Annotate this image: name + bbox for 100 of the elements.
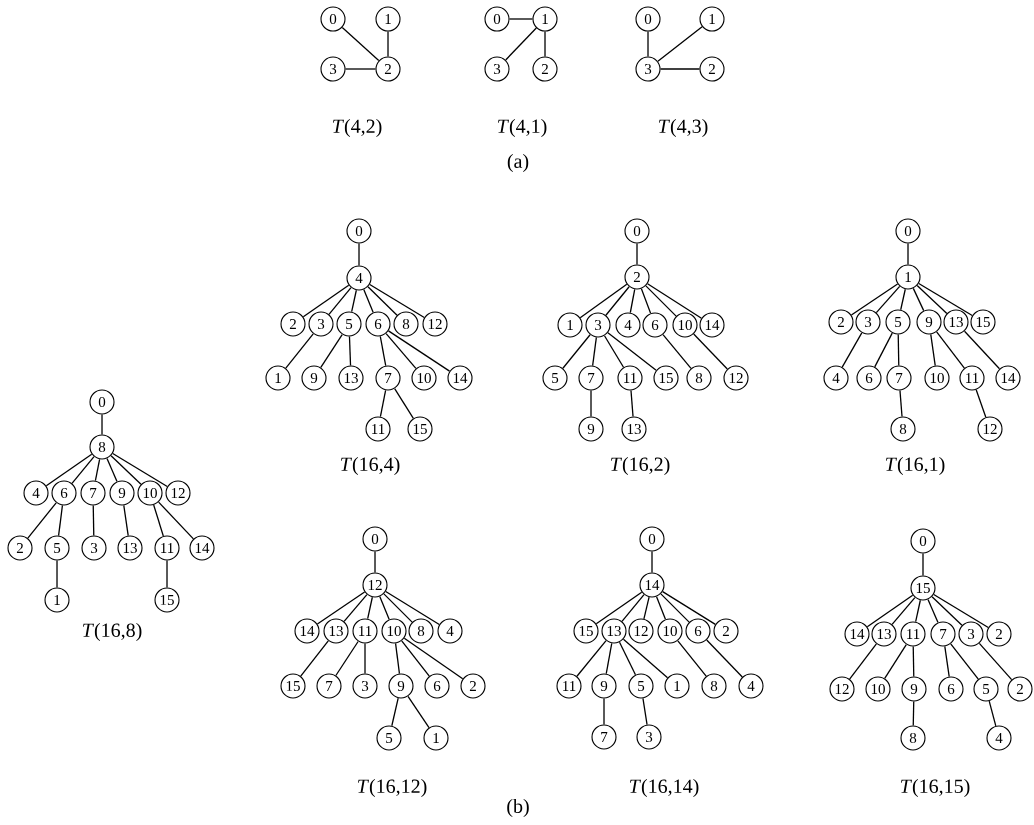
tree-edge: [379, 595, 390, 621]
tree-edge: [621, 594, 645, 622]
tree-edge: [662, 334, 692, 369]
tree-edge: [367, 286, 398, 316]
tree-edge: [166, 559, 168, 589]
tree-edge: [603, 697, 605, 726]
tree-edge: [358, 242, 360, 267]
caption: T(16,8): [83, 622, 142, 642]
caption: T(16,2): [611, 456, 670, 476]
tree-edge: [605, 286, 630, 316]
caption: T(16,14): [630, 778, 699, 798]
tree-edge: [391, 697, 399, 727]
caption: T(16,4): [341, 456, 400, 476]
tree-edge: [936, 331, 965, 369]
tree-edge: [110, 455, 142, 485]
tree-edge: [328, 287, 352, 315]
tree-edge: [344, 68, 377, 70]
tree-edge: [101, 413, 103, 436]
tree-edge: [106, 457, 118, 483]
tree-edge: [884, 643, 907, 680]
tree-edge: [379, 389, 387, 418]
tree-edge: [660, 593, 690, 623]
tree-edge: [320, 333, 343, 369]
tree-edge: [394, 388, 414, 419]
tree-edge: [874, 332, 893, 368]
tree-edge: [302, 284, 350, 318]
tree-edge: [850, 283, 899, 316]
caption: T(4,1): [498, 118, 547, 138]
tree-edge: [640, 288, 652, 314]
tree-edge: [341, 26, 380, 62]
tree-edge: [562, 334, 591, 369]
tree-edge: [407, 695, 430, 729]
tree-edge: [603, 335, 625, 368]
tree-edge: [605, 642, 613, 675]
tree-edge: [944, 645, 950, 678]
tree-edge: [285, 333, 314, 369]
tree-edge: [351, 289, 357, 313]
tree-edge: [848, 643, 878, 680]
tree-edge: [590, 389, 592, 418]
tree-edge: [918, 282, 973, 317]
tree-edge: [367, 596, 373, 620]
tree-edge: [988, 700, 997, 727]
tree-edge: [875, 285, 901, 314]
tree-edge: [56, 559, 58, 589]
tree-edge: [300, 640, 329, 677]
caption: T(16,12): [358, 778, 427, 798]
tree-edge: [348, 335, 352, 367]
tree-edge: [912, 645, 915, 678]
tree-edge: [912, 287, 925, 312]
caption: (a): [507, 153, 529, 173]
tree-edge: [579, 283, 628, 319]
tree-edge: [394, 642, 401, 675]
caption: (b): [507, 798, 529, 818]
tree-edge: [592, 336, 597, 367]
tree-edge: [544, 30, 546, 58]
tree-edge: [646, 283, 703, 319]
tree-edge: [930, 333, 936, 367]
tree-edge: [950, 643, 979, 680]
caption: T(16,1): [886, 456, 945, 476]
tree-edge: [343, 593, 368, 623]
tree-edge: [636, 242, 638, 266]
tree-edge: [335, 640, 359, 677]
tree-edge: [92, 504, 95, 537]
tree-edge: [316, 591, 366, 625]
tree-edge: [651, 550, 653, 574]
tree-edge: [706, 639, 743, 678]
tree-edge: [387, 330, 451, 372]
tree-edge: [112, 452, 168, 488]
caption: T(16,15): [901, 778, 970, 798]
tree-edge: [659, 68, 701, 70]
tree-edge: [618, 641, 637, 676]
tree-edge: [622, 638, 669, 679]
caption: T(4,3): [659, 118, 708, 138]
tree-edge: [374, 550, 376, 574]
tree-edge: [158, 501, 195, 540]
tree-edge: [383, 593, 413, 623]
tree-edge: [912, 700, 915, 727]
tree-edge: [931, 596, 963, 626]
tree-edge: [153, 504, 164, 537]
tree-edge: [841, 332, 863, 368]
tree-edge: [45, 453, 93, 487]
tree-edge: [505, 27, 537, 61]
tree-edge: [922, 552, 924, 577]
tree-edge: [71, 456, 95, 484]
tree-edge: [364, 642, 366, 675]
tree-edge: [907, 242, 909, 266]
tree-edge: [629, 288, 636, 314]
tree-edge: [891, 596, 916, 626]
tree-edge: [385, 332, 417, 370]
tree-edge: [607, 332, 657, 371]
tree-edge: [897, 333, 900, 367]
tree-edge: [657, 26, 703, 62]
tree-edge: [916, 284, 948, 315]
tree-edge: [900, 288, 906, 311]
tree-edge: [508, 18, 534, 20]
tree-edge: [387, 30, 389, 58]
tree-edge: [933, 593, 989, 629]
tree-edge: [576, 640, 607, 677]
tree-edge: [693, 333, 728, 370]
tree-edge: [677, 640, 707, 677]
